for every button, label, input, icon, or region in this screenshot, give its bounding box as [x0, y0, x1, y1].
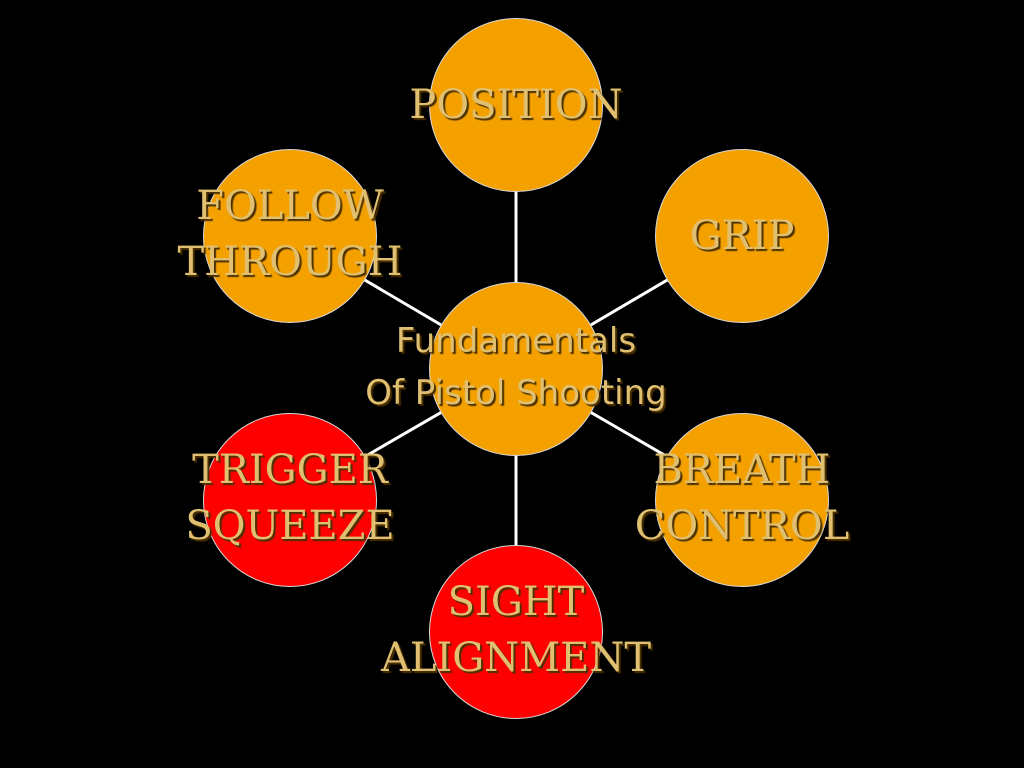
- label-breath-control: BREATH CONTROL: [635, 442, 850, 554]
- center-node: [429, 282, 603, 456]
- label-follow-through: FOLLOW THROUGH: [177, 178, 402, 290]
- center-title-line-2: Of Pistol Shooting: [365, 373, 667, 413]
- label-sight-alignment: SIGHT ALIGNMENT: [381, 574, 651, 686]
- node-sight-alignment: [429, 545, 603, 719]
- label-position-line-1: POSITION: [409, 82, 623, 128]
- center-title-line-1: Fundamentals: [395, 321, 637, 361]
- label-trigger-squeeze-line-2: SQUEEZE: [185, 503, 395, 549]
- label-follow-through-line-1: FOLLOW: [196, 183, 384, 229]
- label-follow-through-line-2: THROUGH: [177, 239, 403, 285]
- label-trigger-squeeze: TRIGGER SQUEEZE: [185, 442, 394, 554]
- node-breath-control: [655, 413, 829, 587]
- label-trigger-squeeze-line-1: TRIGGER: [192, 447, 388, 493]
- node-trigger-squeeze: [203, 413, 377, 587]
- node-follow-through: [203, 149, 377, 323]
- label-position: POSITION: [409, 77, 622, 133]
- node-position: [429, 18, 603, 192]
- label-breath-control-line-1: BREATH: [653, 447, 831, 493]
- label-breath-control-line-2: CONTROL: [634, 503, 850, 549]
- label-sight-alignment-line-1: SIGHT: [447, 579, 585, 625]
- label-sight-alignment-line-2: ALIGNMENT: [380, 635, 652, 681]
- label-grip: GRIP: [690, 208, 795, 264]
- label-grip-line-1: GRIP: [689, 213, 795, 259]
- center-title: Fundamentals Of Pistol Shooting: [365, 315, 666, 419]
- node-grip: [655, 149, 829, 323]
